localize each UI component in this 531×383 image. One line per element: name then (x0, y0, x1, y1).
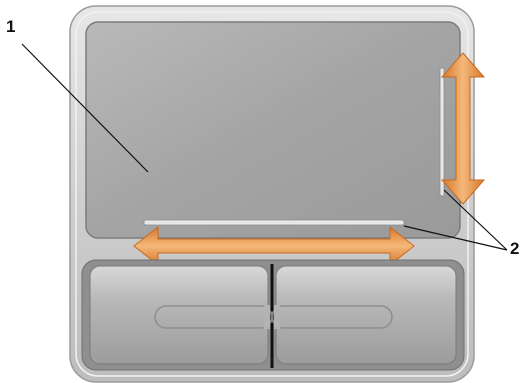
vertical-scroll-zone[interactable] (439, 67, 445, 197)
horizontal-scroll-zone[interactable] (143, 219, 405, 226)
callout-1-label: 1 (6, 17, 16, 36)
button-groove-cover-2 (274, 305, 280, 329)
left-button[interactable] (89, 265, 269, 365)
button-groove-cover (264, 305, 270, 329)
touch-pad[interactable] (85, 21, 461, 239)
callout-1-leader (21, 43, 149, 173)
callout-2-leader-b (403, 225, 508, 251)
button-groove-right (271, 305, 393, 329)
scroll-arrow-vertical-icon (440, 52, 486, 205)
scroll-arrow-horizontal-icon (133, 225, 415, 267)
callout-2-label: 2 (510, 239, 520, 258)
right-button[interactable] (275, 265, 457, 365)
callout-2-leader-a (443, 189, 508, 251)
